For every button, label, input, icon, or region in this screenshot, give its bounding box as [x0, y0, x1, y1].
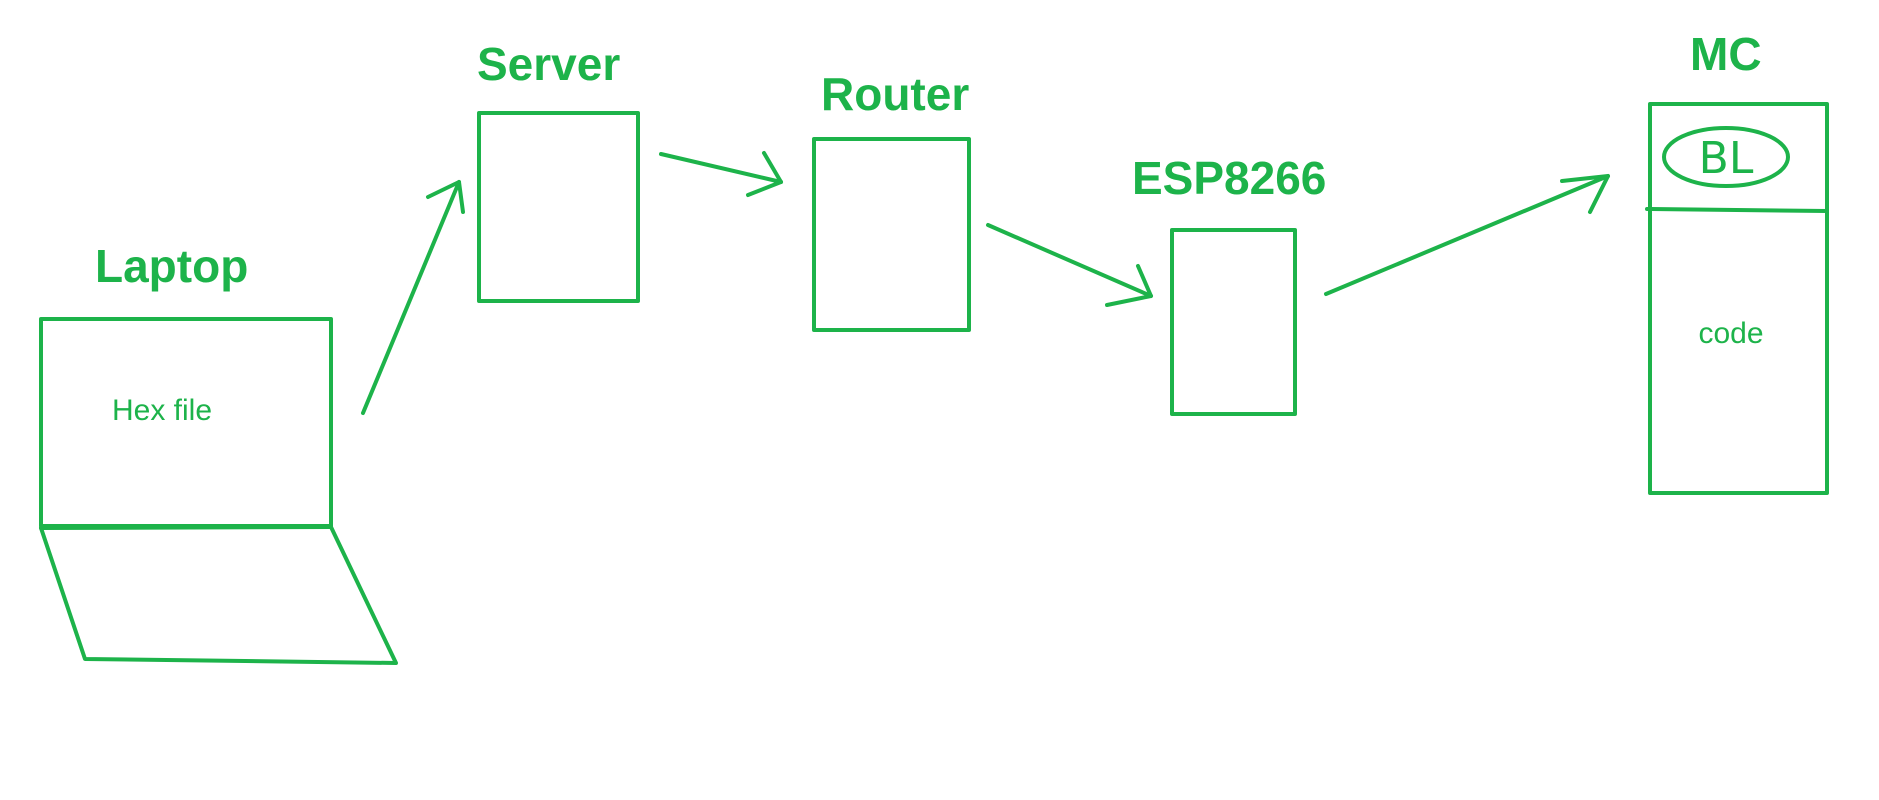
server-label: Server: [477, 38, 620, 90]
mc-box: [1648, 102, 1829, 495]
laptop-node: Laptop Hex file: [39, 240, 398, 665]
router-node: Router: [812, 68, 971, 332]
esp-node: ESP8266: [1132, 152, 1326, 416]
esp-label: ESP8266: [1132, 152, 1326, 204]
bootloader-ellipse: [1662, 126, 1790, 188]
laptop-keyboard: [39, 525, 398, 665]
router-label: Router: [821, 68, 969, 120]
server-node: Server: [477, 38, 640, 303]
laptop-screen-text: Hex file: [112, 394, 212, 427]
laptop-label: Laptop: [95, 240, 248, 292]
arrow-server-to-router: [659, 151, 783, 197]
arrow-router-to-esp: [986, 223, 1153, 307]
arrow-laptop-to-server: [361, 180, 465, 415]
mc-code-text: code: [1698, 317, 1763, 350]
arrow-esp-to-mc: [1324, 174, 1610, 296]
esp-box: [1170, 228, 1297, 416]
server-box: [477, 111, 640, 303]
bootloader-text: BL: [1699, 133, 1754, 184]
mc-divider: [1645, 207, 1829, 213]
mc-label: MC: [1690, 28, 1762, 80]
laptop-hinge: [39, 525, 333, 530]
router-box: [812, 137, 971, 332]
mc-node: MC BL code: [1645, 28, 1829, 495]
